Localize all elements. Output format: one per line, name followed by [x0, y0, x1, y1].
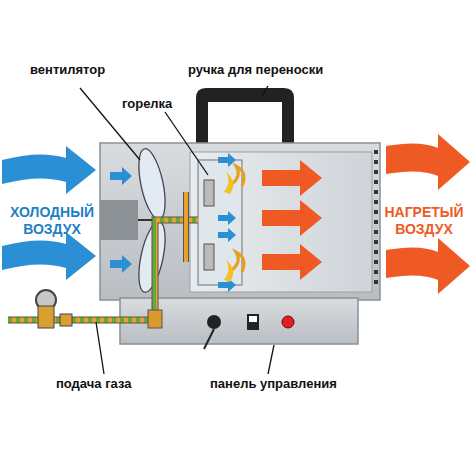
- air-label: ХОЛОДНЫЙ ВОЗДУХ: [2, 204, 102, 238]
- part-label: вентилятор: [30, 62, 105, 77]
- part-label: подача газа: [56, 376, 132, 391]
- part-label: ручка для переноски: [188, 62, 323, 77]
- part-label: горелка: [122, 96, 172, 111]
- air-label: НАГРЕТЫЙ ВОЗДУХ: [374, 204, 474, 238]
- part-label: панель управления: [210, 376, 337, 391]
